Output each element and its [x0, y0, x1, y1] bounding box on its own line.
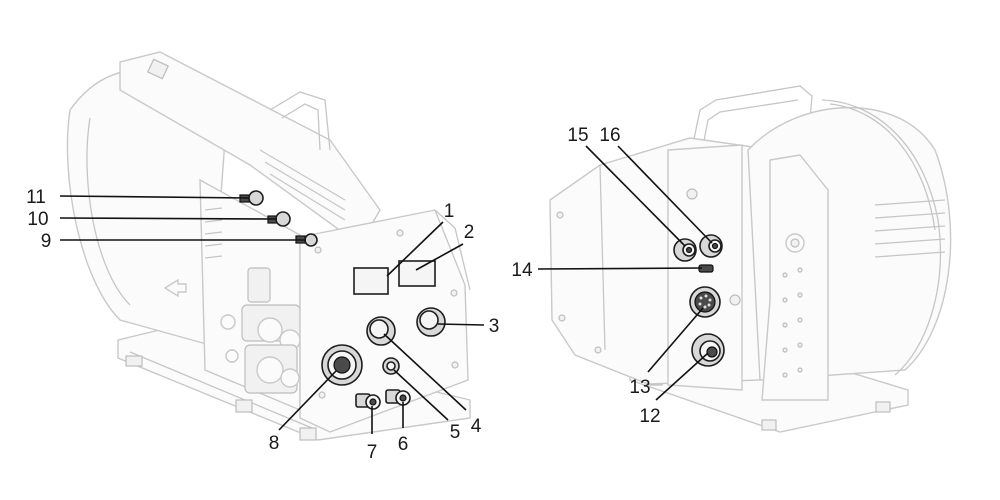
right-control-knob	[416, 307, 446, 337]
leader-lines	[59, 145, 713, 434]
front-view-unit	[66, 51, 471, 441]
callout-15: 15	[567, 125, 588, 146]
quick-coupling-6	[385, 389, 411, 406]
rear-coupling-15	[673, 238, 697, 262]
callout-2: 2	[464, 222, 475, 243]
left-display-window	[353, 267, 389, 295]
drive-roll-mechanism	[220, 267, 301, 394]
hub-plate-holes	[782, 267, 803, 378]
callout-8: 8	[269, 433, 280, 454]
power-connector	[691, 333, 725, 367]
callout-12: 12	[639, 406, 660, 427]
rear-view-unit	[549, 85, 952, 433]
callout-3: 3	[489, 316, 500, 337]
callout-14: 14	[511, 260, 533, 281]
callout-4: 4	[471, 416, 482, 437]
callout-9: 9	[41, 231, 52, 252]
callout-1: 1	[444, 201, 455, 222]
quick-coupling-7	[355, 393, 381, 410]
callout-11: 11	[26, 187, 46, 208]
control-cable-connector	[689, 286, 721, 318]
callout-numbers: 1 2 3 4 5 6 7 8 9 10 11 12 13 14 15 16	[26, 125, 660, 463]
callout-6: 6	[398, 434, 409, 455]
callout-10: 10	[27, 209, 48, 230]
callout-13: 13	[629, 377, 650, 398]
callout-7: 7	[367, 442, 378, 463]
right-display-window	[398, 260, 436, 287]
callout-5: 5	[450, 422, 461, 443]
rear-coupling-16	[699, 234, 723, 258]
callout-16: 16	[599, 125, 620, 146]
